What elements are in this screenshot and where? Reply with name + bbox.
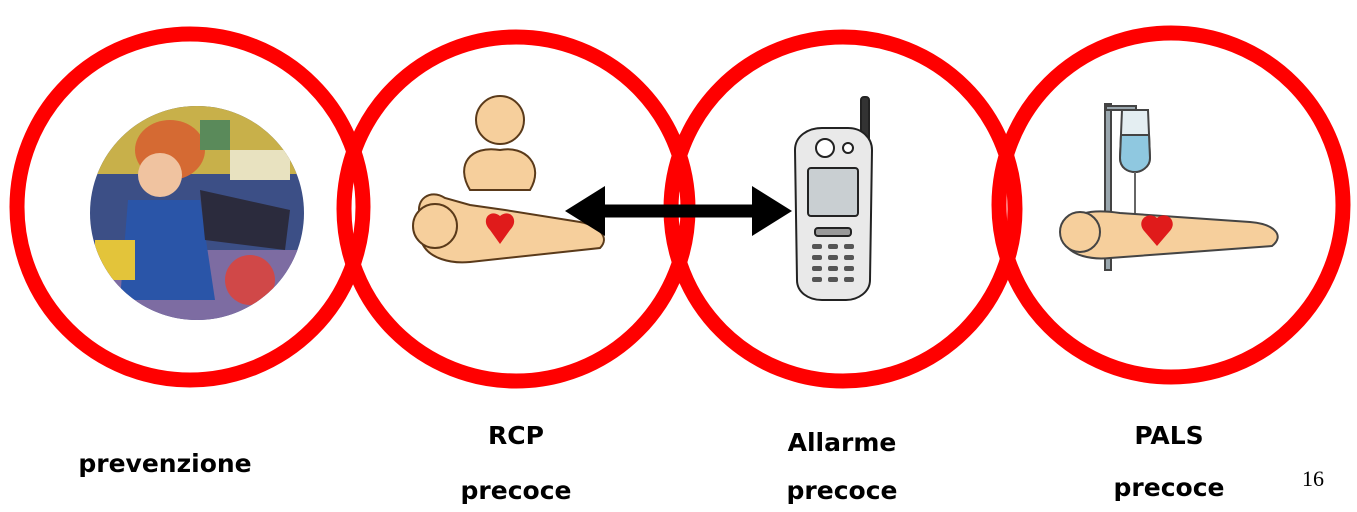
label-pals: PALS (1049, 421, 1289, 451)
label-rcp-precoce: precoce (396, 476, 636, 506)
page-number: 16 (1302, 466, 1324, 492)
label-rcp: RCP (396, 421, 636, 451)
label-pals-precoce: precoce (1049, 473, 1289, 503)
cpr-mannequin-icon (413, 96, 604, 262)
label-prevenzione: prevenzione (45, 449, 285, 479)
label-allarme: Allarme (722, 428, 962, 458)
iv-drip-patient-icon (1060, 104, 1278, 270)
mobile-phone-icon (795, 97, 872, 300)
ring-pals (999, 33, 1343, 377)
label-allarme-precoce: precoce (722, 476, 962, 506)
child-photo (88, 104, 308, 330)
